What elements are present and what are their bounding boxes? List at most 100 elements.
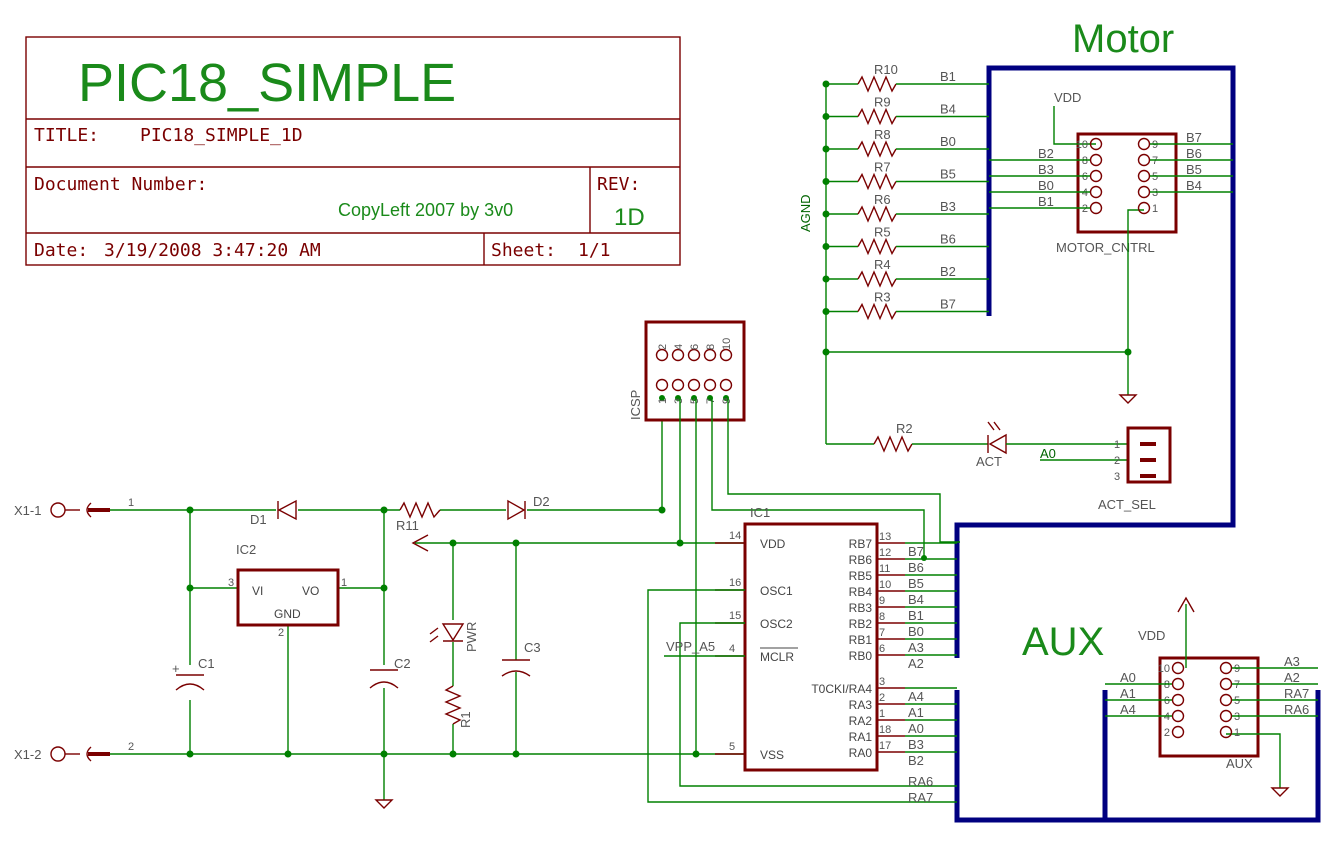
- motor-net-label: B5: [940, 167, 956, 182]
- motor-conn-pin: [1137, 201, 1151, 215]
- aux-conn-pin-number: 2: [1164, 727, 1170, 739]
- aux-conn-pin-number: 7: [1234, 679, 1240, 691]
- icsp-pin-number: 9: [721, 398, 733, 404]
- icsp-pin-number: 10: [721, 338, 733, 350]
- rev-value: 1D: [614, 204, 645, 231]
- motor-conn-pin: [1089, 169, 1103, 183]
- motor-net-label: B7: [940, 297, 956, 312]
- ic1-pin-name: VDD: [760, 537, 786, 551]
- aux-conn-pin: [1171, 677, 1185, 691]
- svg-text:+: +: [172, 661, 180, 676]
- vpp-label: VPP_A5: [666, 639, 715, 654]
- svg-text:D1: D1: [250, 512, 267, 527]
- aux-conn-pin-number: 4: [1164, 711, 1170, 723]
- aux-conn-net-label: A0: [1120, 670, 1136, 685]
- ic1-pin-name: RA1: [849, 730, 873, 744]
- svg-text:GND: GND: [274, 607, 301, 621]
- icsp-pin: [719, 378, 733, 392]
- motor-conn-pin-number: 7: [1152, 155, 1158, 167]
- motor-conn-pin-number: 9: [1152, 139, 1158, 151]
- aux-conn-pin-number: 10: [1158, 663, 1170, 675]
- terminal-x1-2: [50, 746, 66, 762]
- icsp-pin-number: 3: [673, 398, 685, 404]
- motor-conn-net-label: B3: [1038, 162, 1054, 177]
- motor-conn-pin-number: 6: [1082, 171, 1088, 183]
- led-pwr: PWR: [429, 622, 479, 652]
- motor-conn-net-label: B6: [1186, 146, 1202, 161]
- aux-conn-net-label: RA6: [1284, 702, 1309, 717]
- ic1-net-label: B0: [908, 624, 924, 639]
- aux-conn-net-label: A4: [1120, 702, 1136, 717]
- sheet-value: 1/1: [578, 240, 611, 261]
- junction-dot: [921, 555, 927, 561]
- svg-text:IC1: IC1: [750, 505, 770, 520]
- motor-conn-pin: [1089, 153, 1103, 167]
- motor-net-label: B4: [940, 102, 956, 117]
- ic1-net-label: B7: [908, 544, 924, 559]
- svg-text:VDD: VDD: [1054, 90, 1081, 105]
- capacitor-c2: C2: [369, 656, 411, 689]
- aux-conn-pin-number: 9: [1234, 663, 1240, 675]
- icsp-pin-number: 5: [689, 398, 701, 404]
- resistor-r6: [857, 205, 897, 223]
- icsp-pin: [687, 348, 701, 362]
- ic1-net-label: B1: [908, 608, 924, 623]
- aux-conn-pin-number: 5: [1234, 695, 1240, 707]
- icsp-pin-number: 4: [673, 344, 685, 350]
- bus-lines: [954, 65, 1321, 823]
- copyleft-text: CopyLeft 2007 by 3v0: [338, 200, 513, 220]
- ic1-net-label: B4: [908, 592, 924, 607]
- power-supply: X1-1 1 X1-2 2: [14, 398, 745, 809]
- ic1-pin-name: RB0: [849, 649, 873, 663]
- diode-d1: D1: [250, 499, 297, 527]
- motor-conn-pin: [1089, 201, 1103, 215]
- x1-2-label: X1-2: [14, 747, 41, 762]
- aux-conn-pin-number: 8: [1164, 679, 1170, 691]
- ra6-net: RA6: [908, 774, 933, 789]
- motor-conn-net-label: B7: [1186, 130, 1202, 145]
- ic1-pin-number: 6: [879, 643, 885, 655]
- ic1-pin-number: 10: [879, 579, 891, 591]
- resistor-r9: [857, 107, 897, 126]
- ic1-pin-number: 5: [729, 741, 735, 753]
- icsp-pin-number: 8: [705, 344, 717, 350]
- ic1-pin-name: RB3: [849, 601, 873, 615]
- project-title: PIC18_SIMPLE: [78, 53, 456, 113]
- regulator-ic2: IC2 VI VO GND 3 1 2: [228, 542, 347, 639]
- x1-2-pin: 2: [128, 741, 134, 753]
- ground-symbol: [374, 799, 394, 809]
- icsp-pin: [671, 378, 685, 392]
- motor-net-label: B6: [940, 232, 956, 247]
- resistor-label: R7: [874, 160, 891, 175]
- capacitor-c3: C3: [501, 640, 541, 677]
- motor-conn-pin-number: 2: [1082, 203, 1088, 215]
- resistor-r4: [857, 270, 897, 288]
- icsp-pin: [719, 348, 733, 362]
- ic1-net-label: A3: [908, 640, 924, 655]
- rev-label: REV:: [597, 174, 640, 195]
- icsp-pin: [703, 378, 717, 392]
- ic1-pin-name: RB4: [849, 585, 873, 599]
- motor-net-label: B0: [940, 134, 956, 149]
- motor-conn-pin: [1137, 185, 1151, 199]
- ic1-pin-number: 11: [879, 563, 890, 575]
- motor-conn-pin-number: 8: [1082, 155, 1088, 167]
- ic1-net-label: A0: [908, 721, 924, 736]
- ic1-pin-name: RB5: [849, 569, 873, 583]
- motor-conn-pin: [1137, 153, 1151, 167]
- ic1-net-label: B5: [908, 576, 924, 591]
- aux-conn-net-label: A1: [1120, 686, 1136, 701]
- act-sel-net: A0: [1040, 446, 1056, 461]
- motor-conn-pin-number: 3: [1152, 187, 1158, 199]
- ic1-pin-number: 17: [879, 740, 891, 752]
- aux-conn-pin-number: 1: [1234, 727, 1240, 739]
- icsp-pin-number: 1: [657, 398, 669, 404]
- ic1-pin-name: RB6: [849, 553, 873, 567]
- motor-conn-pin-number: 4: [1082, 187, 1088, 199]
- aux-heading: AUX: [1022, 620, 1104, 664]
- motor-conn-pin: [1089, 185, 1103, 199]
- svg-text:C3: C3: [524, 640, 541, 655]
- act-sel-pin-number: 2: [1114, 455, 1120, 467]
- resistor-label: R5: [874, 225, 891, 240]
